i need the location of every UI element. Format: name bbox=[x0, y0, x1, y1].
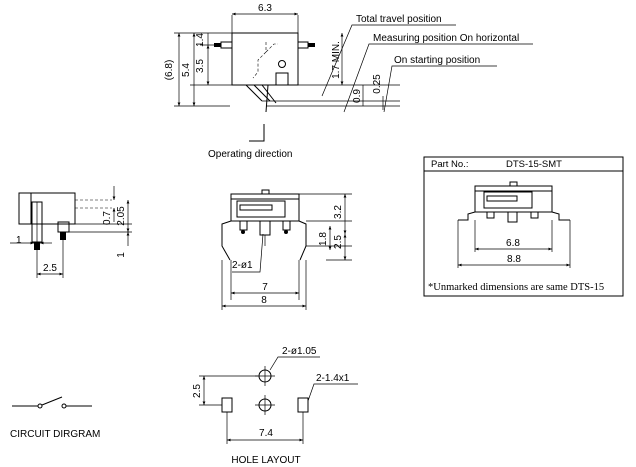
front-left-leg bbox=[221, 220, 232, 261]
spring-tip bbox=[265, 43, 278, 53]
circuit-diagram: CIRCUIT DIRGRAM bbox=[10, 396, 100, 440]
smt-top-strip bbox=[474, 185, 553, 192]
smt-box-border bbox=[423, 156, 624, 297]
front-pin-2 bbox=[259, 220, 271, 236]
actuator-slot bbox=[275, 72, 289, 86]
dim-1-7-label: 1.7 MIN. bbox=[331, 41, 342, 79]
hole-2-5-label: 2.5 bbox=[192, 384, 203, 398]
right-pin bbox=[308, 43, 315, 47]
front-right-leg bbox=[298, 220, 307, 261]
pad-note: 2-1.4x1 bbox=[316, 373, 350, 384]
front-pin-1-dot bbox=[241, 230, 245, 234]
dim-1-left-label: 1 bbox=[16, 235, 22, 246]
front-actuator bbox=[239, 204, 273, 211]
smt-pin-1 bbox=[486, 211, 495, 219]
smt-8-8-label: 8.8 bbox=[507, 254, 521, 265]
smt-part-no-label: Part No.: bbox=[431, 159, 469, 170]
leader-measuring bbox=[343, 43, 533, 113]
lever-line-c bbox=[261, 84, 277, 104]
smt-right-gullwing bbox=[551, 211, 570, 221]
smt-pin-2 bbox=[507, 211, 518, 223]
callout-starting: On starting position bbox=[394, 55, 480, 66]
dim-0-7-label: 0.7 bbox=[102, 211, 113, 225]
smt-detail-box: Part No.: DTS-15-SMT 6.8 8.8 *Unmarked d… bbox=[423, 156, 624, 297]
circuit-title: CIRCUIT DIRGRAM bbox=[10, 429, 100, 440]
pad-right bbox=[297, 397, 309, 413]
pad-left bbox=[221, 397, 233, 413]
width-label: 6.3 bbox=[258, 3, 272, 14]
smt-window bbox=[483, 191, 533, 209]
leader-starting bbox=[383, 65, 497, 113]
smt-6-8-label: 6.8 bbox=[506, 238, 520, 249]
operating-direction-label: Operating direction bbox=[208, 149, 293, 160]
front-pin-3-dot bbox=[284, 230, 288, 234]
dim-1-8-label: 1.8 bbox=[318, 232, 329, 246]
circuit-switch-blade bbox=[41, 396, 63, 406]
dim-0-25-label: 0.25 bbox=[372, 74, 383, 94]
smt-top-nub bbox=[509, 181, 518, 187]
operating-direction-mark bbox=[249, 124, 265, 142]
front-pin-3 bbox=[282, 220, 291, 231]
dim-8-label: 8 bbox=[261, 295, 267, 306]
hole-note-leader bbox=[232, 233, 264, 273]
left-terminal-stub bbox=[220, 41, 233, 49]
front-top-nub bbox=[261, 189, 270, 195]
dim-5-4-label: 5.4 bbox=[181, 63, 192, 77]
dim-3-5-label: 3.5 bbox=[195, 59, 206, 73]
right-terminal-stub bbox=[297, 41, 309, 49]
dim-1-right-label: 1 bbox=[116, 252, 127, 258]
smt-actuator bbox=[486, 195, 518, 202]
front-pin-1 bbox=[239, 220, 248, 231]
front-top-strip bbox=[230, 193, 300, 200]
dim-2-05-label: 2.05 bbox=[116, 206, 127, 226]
circuit-contact-left bbox=[37, 403, 43, 409]
callout-total: Total travel position bbox=[356, 14, 442, 25]
dim-3-2-label: 3.2 bbox=[333, 205, 344, 219]
side-pin-left bbox=[34, 242, 40, 250]
top-view: 6.3 (6.8) 5.4 3.5 1.4 1.7 MIN. 0.9 0.25 … bbox=[164, 3, 533, 160]
dim-7-label: 7 bbox=[262, 282, 268, 293]
circuit-contact-right bbox=[61, 403, 67, 409]
side-pin-right bbox=[60, 232, 66, 240]
side-left-block bbox=[18, 192, 32, 225]
pivot-circle bbox=[278, 60, 286, 68]
leader-total bbox=[321, 24, 456, 97]
smt-pin-3 bbox=[530, 211, 539, 219]
smt-note: *Unmarked dimensions are same DTS-15 bbox=[428, 282, 604, 293]
pad-note-leader bbox=[307, 383, 358, 402]
side-body bbox=[18, 192, 76, 225]
hole-note-leader bbox=[269, 356, 320, 371]
hole-7-4-label: 7.4 bbox=[259, 428, 273, 439]
hole-layout: 2.5 2-ø1.05 2-1.4x1 7.4 HOLE LAYOUT bbox=[192, 346, 358, 466]
smt-part-no-value: DTS-15-SMT bbox=[506, 159, 562, 170]
front-window bbox=[236, 200, 286, 218]
spring-path bbox=[252, 42, 267, 79]
hole-layout-title: HOLE LAYOUT bbox=[231, 455, 300, 466]
dim-1-4-label: 1.4 bbox=[195, 33, 206, 47]
dim-2-5-front-label: 2.5 bbox=[333, 235, 344, 249]
lever-line-d bbox=[265, 84, 269, 113]
callout-measuring: Measuring position On horizontal bbox=[373, 33, 519, 44]
lever-line-a bbox=[245, 84, 263, 102]
dim-0-9-label: 0.9 bbox=[352, 89, 363, 103]
front-view: 3.2 1.8 2.5 2-ø1 7 8 bbox=[221, 189, 352, 310]
front-hole-note: 2-ø1 bbox=[232, 260, 253, 271]
side-view: 0.7 2.05 1 1 2.5 bbox=[10, 186, 132, 278]
hole-note: 2-ø1.05 bbox=[282, 346, 317, 357]
dim-6-8-label: (6.8) bbox=[164, 60, 175, 81]
dim-2-5-label: 2.5 bbox=[43, 263, 57, 274]
smt-left-gullwing bbox=[458, 211, 476, 221]
switch-body-outline bbox=[231, 32, 299, 86]
